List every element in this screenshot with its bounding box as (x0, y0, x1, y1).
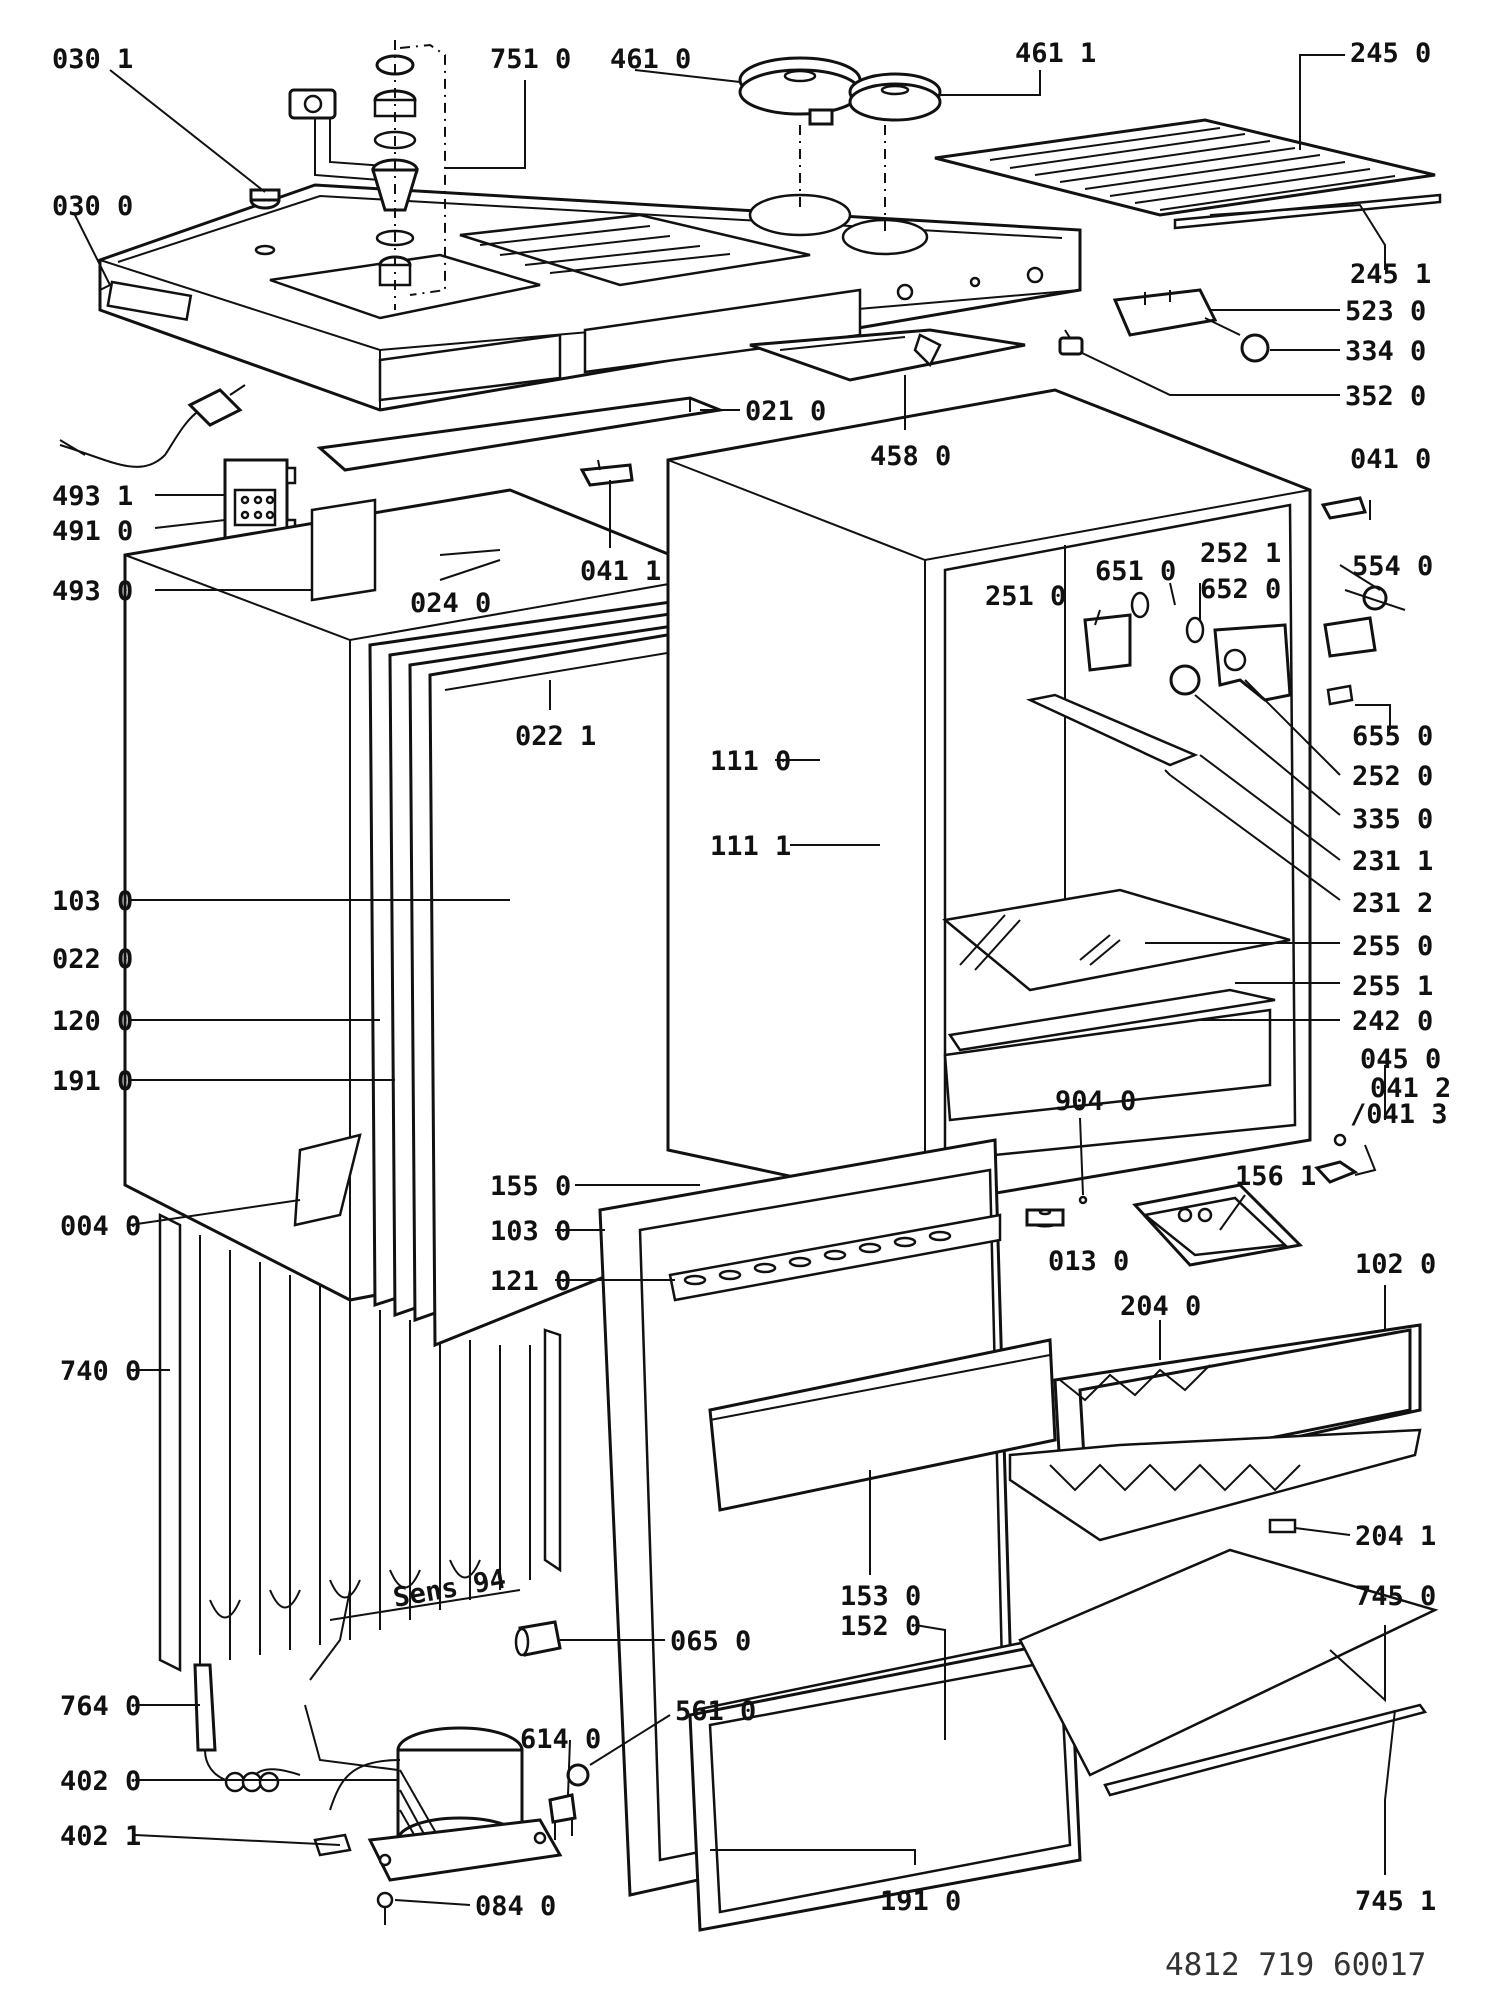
grid-shelf (934, 118, 1442, 230)
label-111-0: 111 0 (710, 746, 791, 777)
label-651-0: 651 0 (1095, 556, 1176, 587)
label-191-0: 191 0 (52, 1066, 133, 1097)
label-904-0: 904 0 (1055, 1086, 1136, 1117)
label-041-3: /041 3 (1350, 1099, 1448, 1130)
label-152-0: 152 0 (840, 1611, 921, 1642)
label-041-2: 041 2 (1370, 1073, 1451, 1104)
condenser: Sens 94 (158, 1212, 562, 1673)
label-155-0: 155 0 (490, 1171, 571, 1202)
label-242-0: 242 0 (1352, 1006, 1433, 1037)
label-458-0: 458 0 (870, 441, 951, 472)
compressor (304, 1589, 563, 1882)
label-252-0: 252 0 (1352, 761, 1433, 792)
label-352-0: 352 0 (1345, 381, 1426, 412)
label-491-0: 491 0 (52, 516, 133, 547)
label-120-0: 120 0 (52, 1006, 133, 1037)
label-045-0: 045 0 (1360, 1044, 1441, 1075)
label-103-0: 103 0 (52, 886, 133, 917)
label-204-1: 204 1 (1355, 1521, 1436, 1552)
label-013-0: 013 0 (1048, 1246, 1129, 1277)
label-461-0: 461 0 (610, 44, 691, 75)
label-652-0: 652 0 (1200, 574, 1281, 605)
label-021-0: 021 0 (745, 396, 826, 427)
label-041-1: 041 1 (580, 556, 661, 587)
label-084-0: 084 0 (475, 1891, 556, 1922)
label-231-2: 231 2 (1352, 888, 1433, 919)
filter-drier (193, 1663, 301, 1793)
label-402-0: 402 0 (60, 1766, 141, 1797)
label-740-0: 740 0 (60, 1356, 141, 1387)
label-004-0: 004 0 (60, 1211, 141, 1242)
label-252-1: 252 1 (1200, 538, 1281, 569)
bottom-plate (1018, 1548, 1439, 1797)
label-030-0: 030 0 (52, 191, 133, 222)
tray-458 (749, 328, 1026, 382)
freezer-compartment (1008, 1323, 1422, 1542)
worktop (98, 183, 1082, 412)
label-102-0: 102 0 (1355, 1249, 1436, 1280)
label-554-0: 554 0 (1352, 551, 1433, 582)
label-745-0: 745 0 (1355, 1581, 1436, 1612)
label-153-0: 153 0 (840, 1581, 921, 1612)
label-022-1: 022 1 (515, 721, 596, 752)
leader-lines (74, 54, 1396, 1906)
label-231-1: 231 1 (1352, 846, 1433, 877)
label-493-0: 493 0 (52, 576, 133, 607)
handwritten-note: Sens 94 (391, 1564, 508, 1614)
label-255-1: 255 1 (1352, 971, 1433, 1002)
label-561-0: 561 0 (675, 1696, 756, 1727)
ice-tray-parts (1025, 1183, 1304, 1267)
label-614-0: 614 0 (520, 1724, 601, 1755)
label-245-0: 245 0 (1350, 38, 1431, 69)
label-402-1: 402 1 (60, 1821, 141, 1852)
label-103-0-door: 103 0 (490, 1216, 571, 1247)
label-191-0-lower: 191 0 (880, 1886, 961, 1917)
hinges (579, 459, 1368, 1184)
label-111-1: 111 1 (710, 831, 791, 862)
switch-parts (1323, 585, 1406, 706)
label-065-0: 065 0 (670, 1626, 751, 1657)
label-121-0: 121 0 (490, 1266, 571, 1297)
label-255-0: 255 0 (1352, 931, 1433, 962)
label-041-0: 041 0 (1350, 444, 1431, 475)
label-024-0: 024 0 (410, 588, 491, 619)
label-156-1: 156 1 (1235, 1161, 1316, 1192)
fridge-cabinet (666, 388, 1312, 1207)
label-751-0: 751 0 (490, 44, 571, 75)
thermostat-parts (1058, 288, 1270, 363)
label-523-0: 523 0 (1345, 296, 1426, 327)
label-655-0: 655 0 (1352, 721, 1433, 752)
drain-assembly (288, 40, 446, 310)
label-030-1: 030 1 (52, 44, 133, 75)
label-245-1: 245 1 (1350, 259, 1431, 290)
label-461-1: 461 1 (1015, 38, 1096, 69)
burner-plates (738, 56, 942, 232)
label-764-0: 764 0 (60, 1691, 141, 1722)
label-251-0: 251 0 (985, 581, 1066, 612)
label-335-0: 335 0 (1352, 804, 1433, 835)
label-204-0: 204 0 (1120, 1291, 1201, 1322)
lower-door (598, 1138, 1082, 1932)
label-493-1: 493 1 (52, 481, 133, 512)
document-code: 4812 719 60017 (1165, 1947, 1426, 1983)
part-labels: 030 1 030 0 751 0 461 0 461 1 245 0 245 … (52, 38, 1451, 1922)
label-334-0: 334 0 (1345, 336, 1426, 367)
label-745-1: 745 1 (1355, 1886, 1436, 1917)
roller-part (514, 1620, 562, 1657)
label-022-0: 022 0 (52, 944, 133, 975)
